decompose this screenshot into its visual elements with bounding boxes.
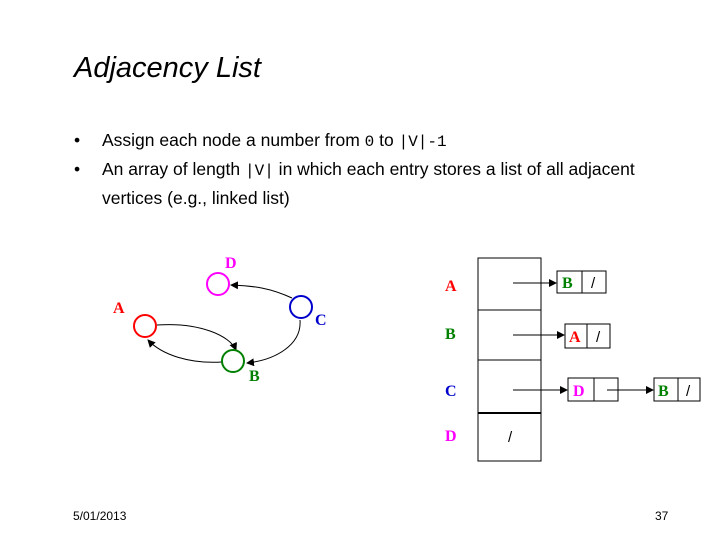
node-label-a: A: [113, 300, 125, 317]
node-label-d: D: [225, 255, 237, 272]
bullet-item: • An array of length |V| in which each en…: [74, 156, 674, 212]
list-node-frame: [567, 377, 619, 402]
code-text: |V|-1: [398, 133, 447, 151]
list-node: B /: [556, 270, 607, 294]
bullet-item: • Assign each node a number from 0 to |V|…: [74, 127, 674, 156]
list-node-null: /: [591, 275, 596, 292]
list-node-label: B: [562, 275, 573, 292]
list-node: B /: [653, 377, 701, 402]
list-node-label: D: [573, 383, 585, 400]
bullet-text: to: [374, 130, 399, 150]
bullet-text: in which each entry stores a list of all…: [102, 159, 635, 208]
list-node-label: B: [658, 383, 669, 400]
edge-a-to-b: [156, 324, 237, 351]
list-node-null: /: [686, 383, 691, 400]
graph-nodes: A B C D: [113, 255, 327, 385]
list-node: A /: [564, 323, 611, 349]
list-pointers: [513, 279, 654, 394]
edge-c-to-d: [230, 281, 293, 299]
edge-c-to-b: [246, 319, 301, 367]
code-text: |V|: [245, 162, 274, 180]
bullet-dot: •: [74, 130, 81, 150]
null-pointer-d: /: [508, 429, 513, 446]
node-d: [206, 272, 230, 296]
footer-date: 5/01/2013: [73, 509, 127, 523]
node-c: [289, 295, 313, 319]
row-label-a: A: [445, 278, 457, 295]
bullet-list: • Assign each node a number from 0 to |V|…: [74, 127, 674, 212]
bullet-text: An array of length: [102, 159, 245, 179]
list-node-null: /: [596, 329, 601, 346]
code-text: 0: [364, 133, 375, 151]
node-a: [133, 314, 157, 338]
adjacency-array: A B C D /: [445, 257, 542, 462]
list-node: D: [567, 377, 619, 402]
node-b: [221, 349, 245, 373]
page-number: 37: [655, 509, 669, 523]
edge-b-to-a: [147, 339, 223, 363]
slide-title: Adjacency List: [74, 52, 261, 84]
row-label-b: B: [445, 326, 456, 343]
row-label-c: C: [445, 383, 457, 400]
row-label-d: D: [445, 428, 457, 445]
list-node-frame: [653, 377, 701, 402]
list-node-label: A: [569, 329, 581, 346]
bullet-dot: •: [74, 159, 81, 179]
node-label-b: B: [249, 368, 260, 385]
bullet-text: Assign each node a number from: [102, 130, 365, 150]
graph-edges: [147, 281, 301, 367]
node-label-c: C: [315, 312, 327, 329]
